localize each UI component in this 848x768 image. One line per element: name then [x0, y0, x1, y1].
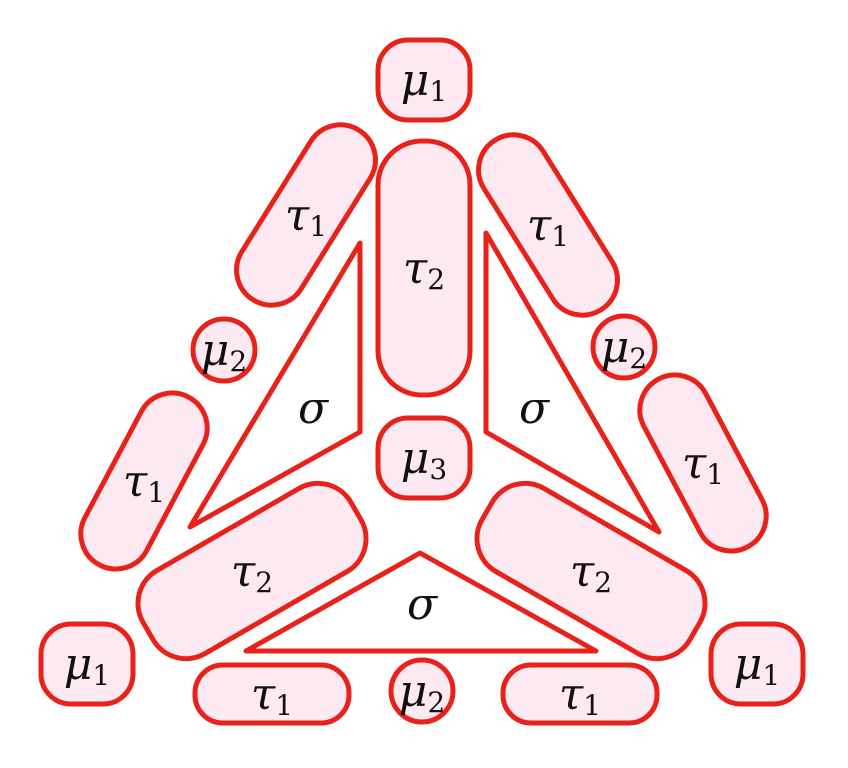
mu1-bottom-left-symbol: μ	[64, 639, 93, 690]
tau1-upper-left-subscript: 1	[309, 210, 327, 243]
tau1-bottom-right-cell	[500, 662, 660, 726]
mu1-bottom-left-cell	[38, 621, 136, 707]
mu1-bottom-right-subscript: 1	[762, 659, 780, 692]
mu3-center-label: μ3	[401, 433, 447, 486]
tau1-bottom-left-symbol: τ	[251, 669, 276, 720]
mu2-right-symbol: μ	[601, 322, 630, 373]
tau1-bottom-left-cell	[192, 662, 352, 726]
tau2-lower-right-subscript: 2	[594, 566, 612, 599]
tau1-upper-right-label: τ1	[527, 200, 569, 253]
tau1-lower-left-cell	[78, 390, 210, 572]
tau2-lower-left-label: τ2	[231, 546, 273, 599]
mu2-left-label: μ2	[201, 325, 247, 378]
tau2-lower-right-cell	[474, 480, 708, 662]
mu1-bottom-left-subscript: 1	[92, 659, 110, 692]
cell-shapes	[38, 37, 806, 726]
tau1-lower-left-label: τ1	[123, 456, 165, 509]
tau2-lower-left-subscript: 2	[255, 566, 273, 599]
mu2-left-symbol: μ	[201, 325, 230, 376]
tau1-upper-left-cell	[234, 122, 378, 308]
mu3-center-subscript: 3	[429, 453, 447, 486]
mu1-top-cell	[375, 37, 473, 123]
tau1-lower-left-subscript: 1	[147, 476, 165, 509]
tau1-bottom-left-label: τ1	[251, 669, 293, 722]
mu2-right-subscript: 2	[629, 342, 647, 375]
tau1-upper-left-label: τ1	[285, 190, 327, 243]
tau2-top-subscript: 2	[427, 263, 445, 296]
tau2-lower-left-cell	[135, 480, 369, 662]
tau1-bottom-left-subscript: 1	[275, 689, 293, 722]
mu2-bottom-cell	[388, 657, 456, 725]
tau1-bottom-right-label: τ1	[559, 669, 601, 722]
mu1-top-subscript: 1	[429, 75, 447, 108]
mu2-left-subscript: 2	[229, 345, 247, 378]
tau2-lower-right-symbol: τ	[570, 546, 595, 597]
tau2-top-label: τ2	[403, 243, 445, 296]
mu2-left-cell	[190, 316, 258, 384]
mu1-bottom-left-label: μ1	[64, 639, 110, 692]
mu1-top-symbol: μ	[401, 55, 430, 106]
tau1-upper-right-subscript: 1	[551, 220, 569, 253]
sigma-bottom-symbol: σ	[407, 579, 439, 630]
tau1-lower-right-subscript: 1	[706, 458, 724, 491]
tau1-bottom-right-subscript: 1	[583, 689, 601, 722]
sigma-left-label: σ	[298, 383, 330, 434]
mu2-bottom-symbol: μ	[399, 666, 428, 717]
sigma-left-cell	[187, 240, 363, 530]
tau1-upper-right-symbol: τ	[527, 200, 552, 251]
mu2-bottom-label: μ2	[399, 666, 445, 719]
sigma-right-label: σ	[519, 383, 551, 434]
sigma-bottom-label: σ	[407, 579, 439, 630]
tau2-lower-left-symbol: τ	[231, 546, 256, 597]
sigma-left-symbol: σ	[298, 383, 330, 434]
mu3-center-cell	[375, 415, 473, 501]
tau1-lower-right-symbol: τ	[682, 438, 707, 489]
sigma-bottom-cell	[243, 550, 599, 654]
mu1-bottom-right-label: μ1	[734, 639, 780, 692]
tau2-top-symbol: τ	[403, 243, 428, 294]
mu2-bottom-subscript: 2	[427, 686, 445, 719]
sigma-right-symbol: σ	[519, 383, 551, 434]
tau2-top-cell	[375, 138, 473, 398]
mu2-right-label: μ2	[601, 322, 647, 375]
tau2-lower-right-label: τ2	[570, 546, 612, 599]
tau1-lower-right-cell	[637, 372, 769, 554]
tau1-lower-left-symbol: τ	[123, 456, 148, 507]
tau1-upper-left-symbol: τ	[285, 190, 310, 241]
mu1-bottom-right-symbol: μ	[734, 639, 763, 690]
mu1-bottom-right-cell	[708, 621, 806, 707]
mu2-right-cell	[590, 313, 658, 381]
tau1-lower-right-label: τ1	[682, 438, 724, 491]
tau1-upper-right-cell	[476, 132, 620, 318]
mu1-top-label: μ1	[401, 55, 447, 108]
tau1-bottom-right-symbol: τ	[559, 669, 584, 720]
mu3-center-symbol: μ	[401, 433, 430, 484]
sigma-right-cell	[483, 230, 662, 535]
